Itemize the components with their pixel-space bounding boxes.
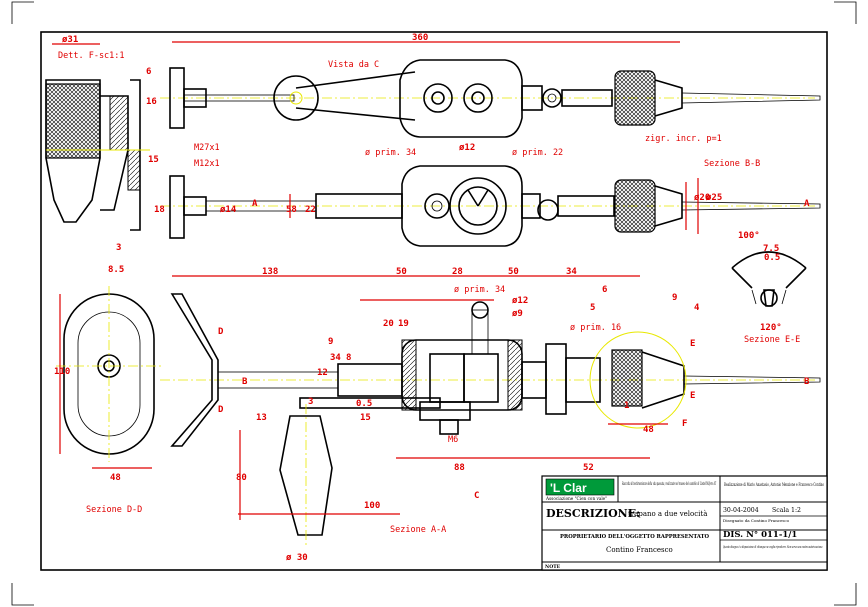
dim-100deg: 100° xyxy=(738,231,760,241)
dim-3b: 3 xyxy=(308,397,313,407)
dim-16: 16 xyxy=(146,97,157,107)
marker-a-left: A xyxy=(252,199,258,209)
note-d30: ø 30 xyxy=(286,553,308,563)
detail-f xyxy=(45,79,150,231)
dim-50a: 50 xyxy=(396,267,407,277)
dim-50b: 50 xyxy=(508,267,519,277)
note-m12: M12x1 xyxy=(194,159,220,169)
dim-34b: 34 xyxy=(330,353,341,363)
note-d12-top: ø12 xyxy=(459,143,475,153)
marker-e-bottom: E xyxy=(690,391,695,401)
logo-box xyxy=(545,478,615,496)
authors-note: Realizzazione di Mario Anastasio, Antoni… xyxy=(724,482,824,488)
dim-22: 22 xyxy=(305,205,316,215)
dim-34: 34 xyxy=(566,267,577,277)
dim-80: 80 xyxy=(236,473,247,483)
dim-58: 58 xyxy=(286,205,297,215)
dim-20b: 20 xyxy=(383,319,394,329)
dim-6b: 6 xyxy=(602,285,607,295)
dim-19: 19 xyxy=(398,319,409,329)
title-block: 'L Clar Associazione "Cien con vale" Rac… xyxy=(541,475,828,571)
dim-75: 7.5 xyxy=(763,244,779,254)
dim-9a: 9 xyxy=(672,293,677,303)
corner-marks xyxy=(11,1,857,606)
dimension-lines xyxy=(52,41,699,520)
middle-view xyxy=(160,165,821,247)
dim-138: 138 xyxy=(262,267,278,277)
note-label: NOTE xyxy=(545,564,561,570)
note-d9: ø9 xyxy=(512,309,523,319)
dim-120deg: 120° xyxy=(760,323,782,333)
logo-text: 'L Clar xyxy=(550,481,587,495)
section-aa-view xyxy=(160,293,821,548)
proprietario-value: Contino Francesco xyxy=(606,546,673,554)
label-vista-c: Vista da C xyxy=(328,60,379,70)
label-dett-f: Dett. F-sc1:1 xyxy=(58,51,125,61)
dim-52: 52 xyxy=(583,463,594,473)
dim-18: 18 xyxy=(154,205,165,215)
dim-88: 88 xyxy=(454,463,465,473)
drawn-by: Disegnato da Contino Francesco xyxy=(723,518,790,523)
note-d12-mid: ø12 xyxy=(512,296,528,306)
note-prim34-mid: ø prim. 34 xyxy=(454,285,505,295)
marker-c: C xyxy=(474,491,479,501)
marker-b-right: B xyxy=(804,377,810,387)
dim-48a: 48 xyxy=(110,473,121,483)
dim-15b: 15 xyxy=(360,413,371,423)
dim-15: 15 xyxy=(148,155,159,165)
dim-110: 110 xyxy=(54,367,70,377)
dim-360: 360 xyxy=(412,33,428,43)
note-prim22: ø prim. 22 xyxy=(512,148,563,158)
note-zigr: zigr. incr. p=1 xyxy=(645,134,722,144)
date: 30-04-2004 xyxy=(723,507,759,514)
marker-d-top: D xyxy=(218,327,224,337)
label-sezione-ee: Sezione E-E xyxy=(744,335,800,345)
note-prim16: ø prim. 16 xyxy=(570,323,621,333)
descrizione-label: DESCRIZIONE: xyxy=(546,507,640,520)
note-m6: M6 xyxy=(448,435,458,445)
label-sezione-bb: Sezione B-B xyxy=(704,159,760,169)
top-view xyxy=(160,59,821,138)
dim-1: 1 xyxy=(624,401,629,411)
logo-subtitle: Associazione "Cien con vale" xyxy=(545,496,607,501)
dis-number: DIS. N° 011-1/1 xyxy=(723,530,797,540)
dim-05b: 0.5 xyxy=(764,253,780,263)
dim-3a: 3 xyxy=(116,243,121,253)
drawing-frame xyxy=(40,31,828,571)
note-prim34-top: ø prim. 34 xyxy=(365,148,416,158)
dim-6a: 6 xyxy=(146,67,151,77)
dim-100: 100 xyxy=(364,501,380,511)
dim-9b: 9 xyxy=(328,337,333,347)
dim-85: 8.5 xyxy=(108,265,124,275)
marker-a-right: A xyxy=(804,199,810,209)
collection-note: Raccolta di testimonianze della vita pas… xyxy=(622,482,717,487)
dim-5: 5 xyxy=(590,303,595,313)
dim-4: 4 xyxy=(694,303,700,313)
dim-05: 0.5 xyxy=(356,399,372,409)
marker-f: F xyxy=(682,419,687,429)
dim-8: 8 xyxy=(346,353,351,363)
marker-d-bottom: D xyxy=(218,405,224,415)
marker-b-left: B xyxy=(242,377,248,387)
label-sezione-dd: Sezione D-D xyxy=(86,505,142,515)
section-ee-view xyxy=(731,251,807,307)
descrizione-value: trapano a due velocità xyxy=(628,509,707,518)
dim-d25: ø25 xyxy=(706,193,722,203)
dim-d31: ø31 xyxy=(62,35,78,45)
marker-e-top: E xyxy=(690,339,695,349)
drawing-text: 360 ø31 Dett. F-sc1:1 Vista da C 6 16 15… xyxy=(54,33,810,563)
section-dd-view xyxy=(56,286,162,462)
dim-48b: 48 xyxy=(643,425,654,435)
note-m27: M27x1 xyxy=(194,143,220,153)
dim-28: 28 xyxy=(452,267,463,277)
scale: Scala 1:2 xyxy=(772,507,801,514)
dim-d14: ø14 xyxy=(220,205,237,215)
dim-12: 12 xyxy=(317,368,328,378)
label-sezione-aa: Sezione A-A xyxy=(390,525,446,535)
proprietario-label: PROPRIETARIO DELL'OGGETTO RAPPRESENTATO xyxy=(560,534,710,540)
rights-note: Questo disegno è a disposizione di chiun… xyxy=(723,544,823,549)
dim-d20: ø20 xyxy=(694,193,710,203)
dim-13: 13 xyxy=(256,413,267,423)
